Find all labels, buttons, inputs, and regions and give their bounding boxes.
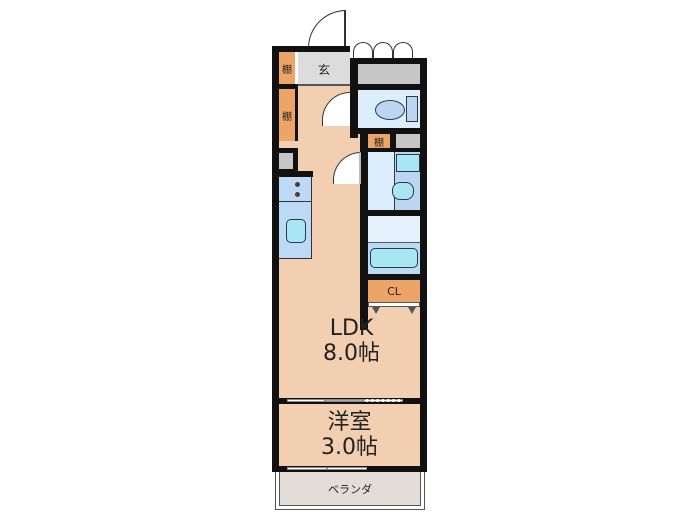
- western-room-size: 3.0帖: [321, 435, 378, 460]
- bathtub-icon: [370, 248, 418, 268]
- entrance-storage: [358, 64, 420, 84]
- sink-icon: [286, 219, 306, 243]
- washbasin-top: [396, 154, 420, 172]
- entrance-step: [298, 84, 350, 86]
- right-block-wall: [350, 58, 358, 138]
- toilet-bowl-icon: [375, 100, 405, 120]
- outer-wall-top-left: [272, 46, 350, 52]
- window-swing: [393, 42, 413, 58]
- closet-door: [368, 302, 420, 307]
- ldk-size: 8.0帖: [323, 341, 380, 366]
- kitchen-sink-counter: [279, 202, 312, 259]
- kitchen-counter-edge: [279, 171, 313, 177]
- washroom-top-wall: [368, 148, 420, 152]
- toilet-top-wall: [358, 84, 420, 90]
- toilet-tank-icon: [406, 96, 418, 122]
- closet-door-marker: [372, 307, 380, 314]
- kitchen-storage: [279, 153, 293, 169]
- outer-wall-right: [420, 58, 427, 472]
- shelf-2: 棚: [279, 89, 295, 141]
- kitchen-stove: [279, 177, 312, 202]
- western-room-label: 洋室 3.0帖: [279, 404, 420, 466]
- toilet-bottom-wall: [350, 128, 420, 134]
- closet-door-marker: [408, 307, 416, 314]
- shelf-1: 棚: [279, 52, 295, 84]
- window: [327, 467, 367, 470]
- window-swing: [353, 42, 373, 58]
- shelf-3: 棚: [368, 134, 390, 149]
- balcony-label: ベランダ: [279, 472, 421, 506]
- western-room-name: 洋室: [327, 410, 372, 435]
- sliding-door: [363, 399, 403, 402]
- shelf-3-wall: [390, 134, 396, 148]
- shelf-wall: [295, 84, 298, 141]
- entrance-area: [298, 52, 350, 86]
- closet-top-wall: [368, 274, 420, 280]
- outer-wall-left: [272, 46, 279, 472]
- window: [287, 467, 327, 470]
- washroom-block-wall: [360, 134, 368, 330]
- window-swing: [373, 42, 393, 58]
- burner-icon: [295, 192, 300, 197]
- shelf-divider: [279, 84, 298, 89]
- entrance-door-swing: [308, 10, 346, 50]
- bath-top-wall: [368, 210, 420, 216]
- sliding-door: [325, 399, 363, 402]
- washroom-storage: [396, 134, 420, 148]
- burner-icon: [295, 182, 300, 187]
- ldk-name: LDK: [329, 316, 374, 341]
- washbasin-icon: [392, 182, 414, 200]
- closet: CL: [368, 280, 420, 302]
- sliding-door: [287, 399, 325, 402]
- ldk-label: LDK 8.0帖: [279, 312, 424, 370]
- western-room-floor: [279, 404, 420, 466]
- entrance-label: 玄: [317, 62, 330, 77]
- outer-wall-top-right: [352, 58, 427, 64]
